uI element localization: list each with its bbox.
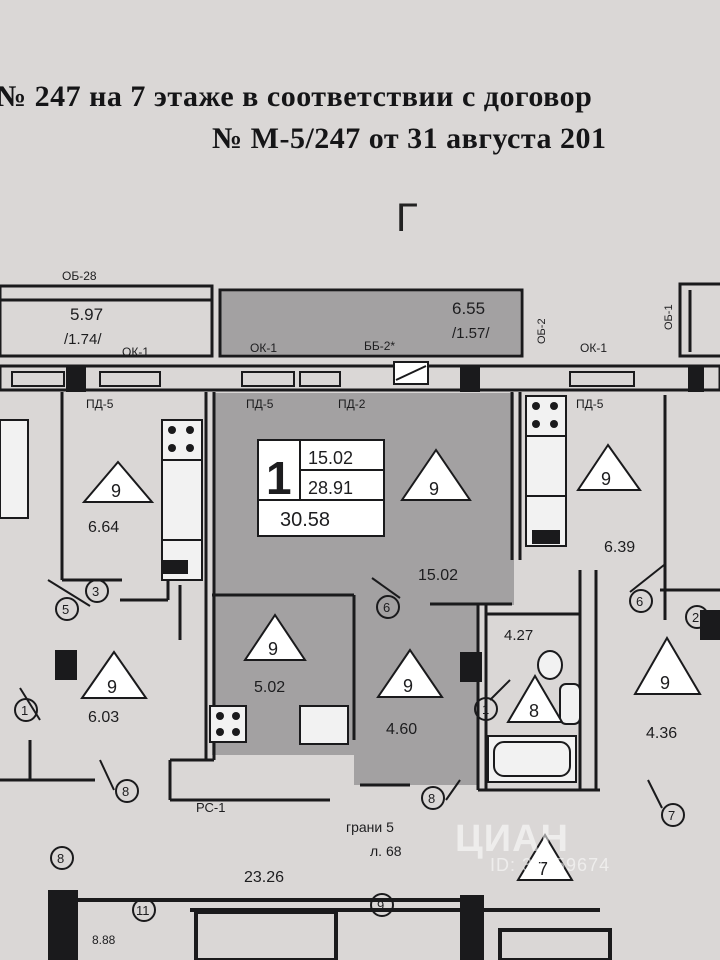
bathroom-area: 4.27 [504,627,533,644]
code-ok1-a: ОК-1 [122,345,149,359]
door-mark: 2 [692,610,699,625]
facade-wall [0,361,720,392]
corridor-walls [78,898,612,960]
room-left-area: 6.03 [88,709,119,726]
code-ok1-b: ОК-1 [250,341,277,355]
door-mark: 8 [428,791,435,806]
living-room-area: 15.02 [418,567,458,584]
balcony-frames [0,282,720,358]
code-ok1-c: ОК-1 [580,341,607,355]
corridor-area: 23.26 [244,869,284,886]
floor-type-right-room: 9 [660,673,670,693]
kitchen-fixtures [0,395,567,745]
bathroom-fixtures [487,650,581,783]
room-right-area: 4.36 [646,725,677,742]
door-mark: 6 [383,600,390,615]
section-mark: Г [396,196,418,240]
hob-burners [162,402,560,736]
code-pd5-b: ПД-5 [246,397,274,411]
apartment-living-area: 15.02 [308,448,353,468]
door-mark: 11 [136,903,150,918]
code-bb2: ББ-2* [364,339,395,353]
watermark-brand: ЦИАН [455,818,569,860]
apartment-info-box [257,439,385,537]
door-mark: 3 [92,584,99,599]
floor-type-hall: 9 [403,676,413,696]
door-mark: 9 [377,898,384,913]
door-mark: 8 [122,784,129,799]
door-mark: 7 [668,808,675,823]
code-ob28: ОБ-28 [62,269,97,283]
floor-type-bathroom: 8 [529,701,539,721]
code-pd5-a: ПД-5 [86,397,114,411]
watermark-id: ID: 32759674 [490,855,611,875]
code-rs1: РС-1 [196,800,225,815]
code-ob1: ОБ-1 [663,304,675,330]
axis-sheet-label: л. 68 [370,843,402,859]
plan-caption-line-1: № 247 на 7 этаже в соответствии с догово… [0,80,593,113]
apartment-total-area: 30.58 [280,509,330,531]
room-left-kitchen-area: 6.64 [88,519,119,536]
code-ob2: ОБ-2 [536,318,548,344]
door-mark: 1 [21,703,28,718]
columns [48,610,720,960]
floor-type-kitchen: 9 [268,639,278,659]
balcony-right-sub: /1.57/ [452,325,490,342]
bottom-left-area: 8.88 [92,933,116,947]
floor-type-left-room: 9 [107,677,117,697]
interior-walls [0,392,720,802]
floor-type-left-kitchen: 9 [111,481,121,501]
balcony-right-area: 6.55 [452,299,485,318]
plan-caption-line-2: № М-5/247 от 31 августа 201 [212,122,607,155]
code-pd5-c: ПД-5 [576,397,604,411]
door-mark: 6 [636,594,643,609]
grid-axis-label: грани 5 [346,819,394,835]
code-pd2: ПД-2 [338,397,366,411]
floor-type-living-room: 9 [429,479,439,499]
apartment-rooms: 1 [266,452,292,504]
balcony-left-area: 5.97 [70,305,103,324]
apartment-area-excl: 28.91 [308,478,353,498]
floor-type-right-kitchen: 9 [601,469,611,489]
room-right-kitchen-area: 6.39 [604,539,635,556]
door-mark: 5 [62,602,69,617]
door-mark: 1 [482,702,489,717]
floor-markers [80,443,702,881]
balcony-left-sub: /1.74/ [64,331,102,348]
floor-type-corridor: 7 [538,859,548,879]
kitchen-area: 5.02 [254,679,285,696]
door-swings [14,564,709,922]
hall-area: 4.60 [386,721,417,738]
door-mark: 8 [57,851,64,866]
